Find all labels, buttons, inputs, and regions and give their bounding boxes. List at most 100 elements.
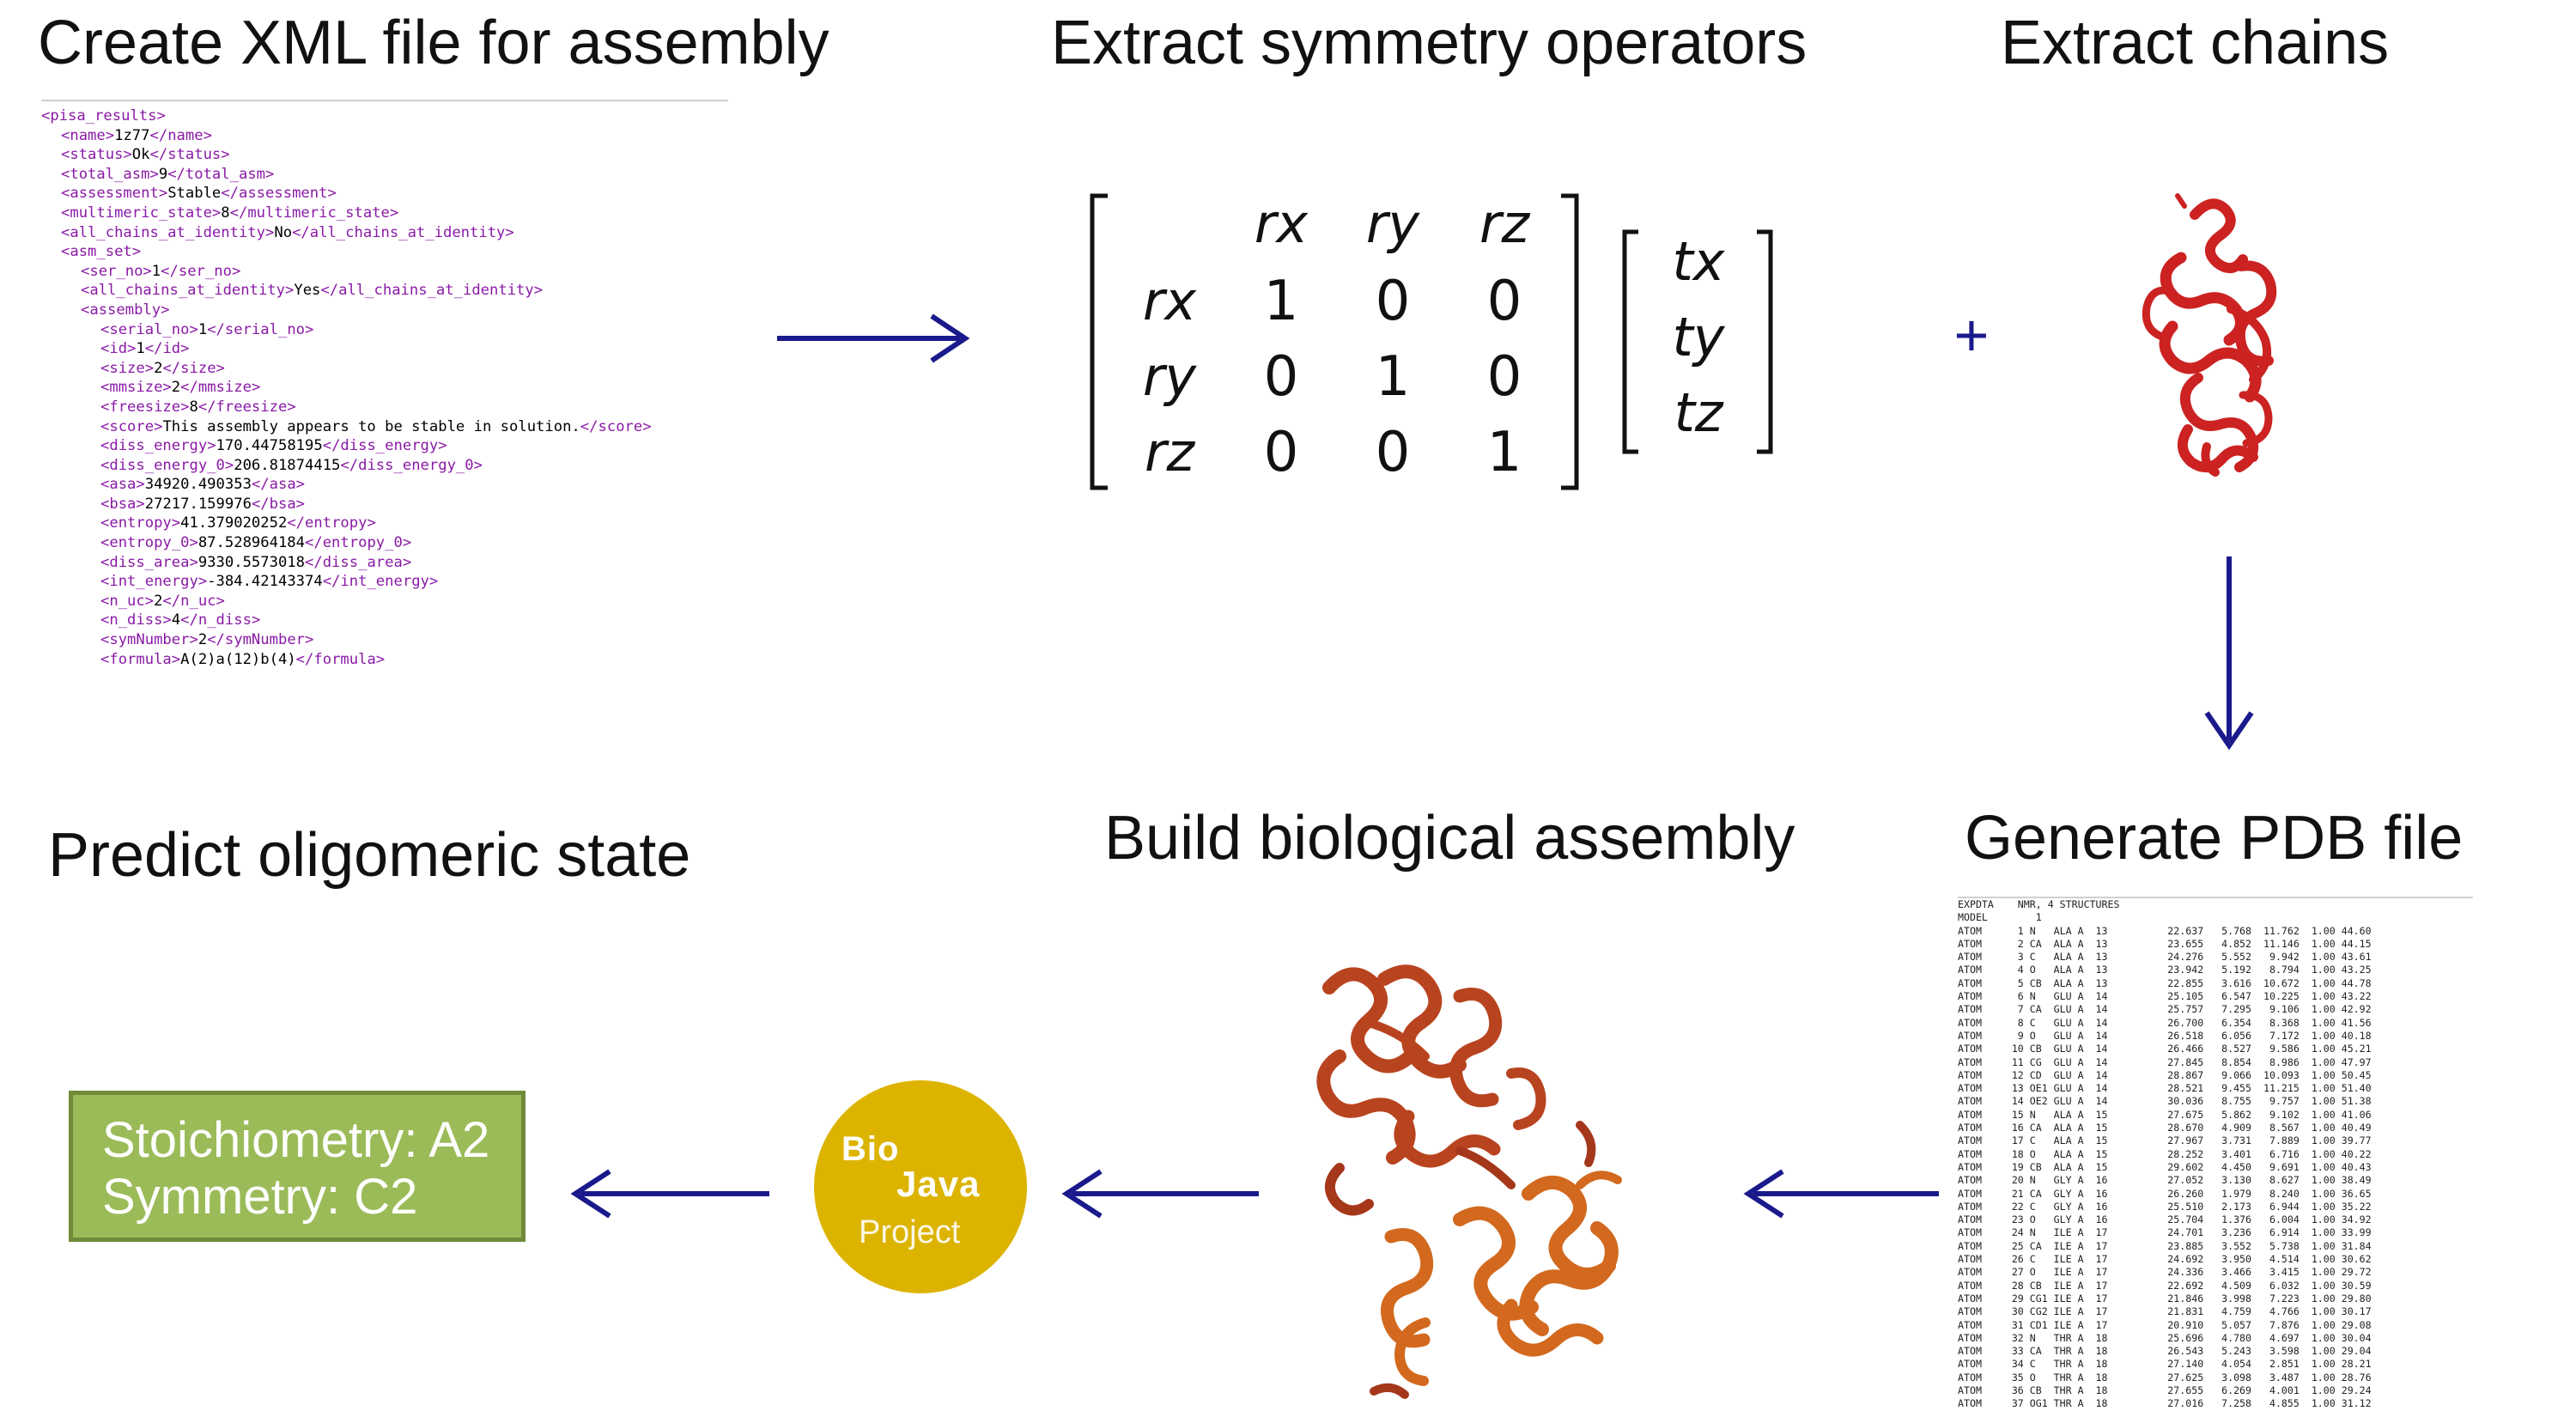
pdb-header-line: MODEL 1: [1958, 911, 2042, 924]
xml-value: Ok: [131, 146, 150, 164]
xml-close-tag: </diss_energy_0>: [340, 456, 483, 474]
xml-open-tag: <size>: [100, 359, 155, 377]
xml-close-tag: </n_uc>: [162, 592, 225, 610]
step-title-build-assembly: Build biological assembly: [1104, 804, 1795, 873]
pdb-atom-line: ATOM 27 O ILE A 17 24.336 3.466 3.415 1.…: [1958, 1266, 2473, 1279]
pdb-atom-line: ATOM 8 C GLU A 14 26.700 6.354 8.368 1.0…: [1958, 1016, 2473, 1029]
xml-close-tag: </all_chains_at_identity>: [292, 223, 514, 241]
xml-value: 2: [154, 359, 163, 377]
xml-open-tag: <id>: [100, 340, 137, 358]
pdb-atom-line: ATOM 23 O GLY A 16 25.704 1.376 6.004 1.…: [1958, 1213, 2473, 1226]
xml-line: <diss_area>9330.5573018</diss_area>: [41, 553, 728, 573]
xml-close-tag: </freesize>: [197, 398, 296, 416]
xml-open-tag: <asa>: [100, 476, 145, 494]
pdb-atom-line: ATOM 24 N ILE A 17 24.701 3.236 6.914 1.…: [1958, 1226, 2473, 1239]
xml-close-tag: </diss_area>: [305, 553, 412, 571]
xml-line: <size>2</size>: [41, 359, 728, 379]
pdb-atom-line: ATOM 7 CA GLU A 14 25.757 7.295 9.106 1.…: [1958, 1003, 2473, 1016]
xml-line: <all_chains_at_identity>No</all_chains_a…: [41, 223, 728, 243]
xml-open-tag: <asm_set>: [61, 243, 142, 261]
matrix-cell: 0: [1376, 270, 1411, 333]
xml-line: <n_diss>4</n_diss>: [41, 611, 728, 630]
xml-open-tag: <all_chains_at_identity>: [61, 223, 275, 241]
xml-line: <status>Ok</status>: [41, 145, 728, 165]
xml-value: 9330.5573018: [197, 553, 306, 571]
xml-close-tag: </status>: [149, 146, 230, 164]
pdb-atom-line: ATOM 14 OE2 GLU A 14 30.036 8.755 9.757 …: [1958, 1095, 2473, 1108]
protein-assembly-icon: [1316, 964, 1622, 1399]
xml-line: <serial_no>1</serial_no>: [41, 320, 728, 340]
xml-value: 1: [197, 320, 208, 338]
xml-value: 34920.490353: [144, 476, 252, 494]
xml-open-tag: <n_diss>: [100, 611, 172, 629]
xml-close-tag: </entropy>: [287, 514, 376, 532]
stoichiometry-label: Stoichiometry: A2: [102, 1112, 490, 1168]
pdb-atom-line: ATOM 33 CA THR A 18 26.543 5.243 3.598 1…: [1958, 1345, 2473, 1358]
matrix-cell: 0: [1264, 421, 1299, 484]
matrix-col-header: rz: [1479, 192, 1530, 255]
xml-line: <pisa_results>: [41, 106, 728, 126]
pdb-atom-line: ATOM 20 N GLY A 16 27.052 3.130 8.627 1.…: [1958, 1174, 2473, 1187]
pdb-atom-line: ATOM 32 N THR A 18 25.696 4.780 4.697 1.…: [1958, 1331, 2473, 1344]
pdb-atom-line: ATOM 28 CB ILE A 17 22.692 4.509 6.032 1…: [1958, 1279, 2473, 1292]
xml-value: 41.379020252: [180, 514, 288, 532]
xml-line: <all_chains_at_identity>Yes</all_chains_…: [41, 281, 728, 301]
xml-open-tag: <ser_no>: [81, 262, 152, 280]
arrow-left-icon: [570, 1169, 769, 1219]
xml-open-tag: <all_chains_at_identity>: [81, 282, 295, 300]
pdb-atom-line: ATOM 10 CB GLU A 14 26.466 8.527 9.586 1…: [1958, 1043, 2473, 1055]
logo-text-project: Project: [859, 1214, 961, 1250]
plus-sign: +: [1954, 301, 1990, 368]
pdb-atom-line: ATOM 13 OE1 GLU A 14 28.521 9.455 11.215…: [1958, 1082, 2473, 1095]
matrix-row-header: rx: [1143, 270, 1197, 332]
pdb-atom-line: ATOM 37 OG1 THR A 18 27.016 7.258 4.855 …: [1958, 1397, 2473, 1407]
xml-close-tag: </formula>: [295, 650, 386, 668]
xml-value: This assembly appears to be stable in so…: [162, 417, 580, 435]
xml-close-tag: </diss_energy>: [322, 437, 447, 455]
xml-value: Yes: [294, 282, 321, 300]
xml-line: <diss_energy>170.44758195</diss_energy>: [41, 436, 728, 456]
pdb-atom-line: ATOM 35 O THR A 18 27.625 3.098 3.487 1.…: [1958, 1371, 2473, 1384]
biojava-logo: Bio Java Project: [814, 1080, 1027, 1293]
xml-line: <n_uc>2</n_uc>: [41, 592, 728, 611]
xml-open-tag: <mmsize>: [100, 379, 172, 397]
xml-open-tag: <assembly>: [81, 301, 170, 319]
xml-open-tag: <multimeric_state>: [61, 204, 222, 222]
matrix-cell: 0: [1487, 270, 1522, 333]
pdb-atom-line: ATOM 3 C ALA A 13 24.276 5.552 9.942 1.0…: [1958, 951, 2473, 964]
step-title-create-xml: Create XML file for assembly: [38, 9, 829, 77]
xml-close-tag: </int_energy>: [322, 573, 439, 591]
pdb-atom-line: ATOM 2 CA ALA A 13 23.655 4.852 11.146 1…: [1958, 937, 2473, 950]
xml-open-tag: <status>: [61, 146, 132, 164]
arrow-left-icon: [1061, 1169, 1259, 1219]
xml-open-tag: <symNumber>: [100, 631, 198, 649]
xml-line: <multimeric_state>8</multimeric_state>: [41, 204, 728, 223]
xml-open-tag: <diss_energy_0>: [100, 456, 234, 474]
xml-close-tag: </entropy_0>: [305, 534, 412, 552]
xml-value: 2: [171, 379, 181, 397]
xml-close-tag: </all_chains_at_identity>: [320, 282, 544, 300]
pdb-atom-line: ATOM 19 CB ALA A 15 29.602 4.450 9.691 1…: [1958, 1160, 2473, 1173]
xml-close-tag: </score>: [580, 417, 652, 435]
pdb-atom-line: ATOM 12 CD GLU A 14 28.867 9.066 10.093 …: [1958, 1068, 2473, 1081]
translation-entry: ty: [1672, 306, 1725, 368]
xml-open-tag: <entropy>: [100, 514, 181, 532]
xml-line: <asa>34920.490353</asa>: [41, 475, 728, 495]
pdb-atom-line: ATOM 36 CB THR A 18 27.655 6.269 4.001 1…: [1958, 1384, 2473, 1396]
arrow-down-icon: [2204, 556, 2254, 751]
protein-chain-icon: [2142, 193, 2277, 477]
xml-file-listing: <pisa_results><name>1z77</name><status>O…: [41, 100, 728, 673]
pdb-atom-line: ATOM 31 CD1 ILE A 17 20.910 5.057 7.876 …: [1958, 1318, 2473, 1331]
xml-value: 1: [151, 262, 161, 280]
xml-line: <symNumber>2</symNumber>: [41, 630, 728, 650]
xml-open-tag: <assessment>: [61, 185, 168, 203]
pdb-atom-line: ATOM 11 CG GLU A 14 27.845 8.854 8.986 1…: [1958, 1055, 2473, 1068]
pdb-atom-line: ATOM 34 C THR A 18 27.140 4.054 2.851 1.…: [1958, 1358, 2473, 1371]
xml-value: 27217.159976: [144, 495, 252, 513]
xml-close-tag: </total_asm>: [167, 165, 275, 183]
step-title-extract-symops: Extract symmetry operators: [1051, 9, 1807, 77]
matrix-cell: 0: [1264, 345, 1299, 409]
translation-entry: tz: [1674, 381, 1724, 444]
xml-close-tag: </assessment>: [221, 185, 337, 203]
